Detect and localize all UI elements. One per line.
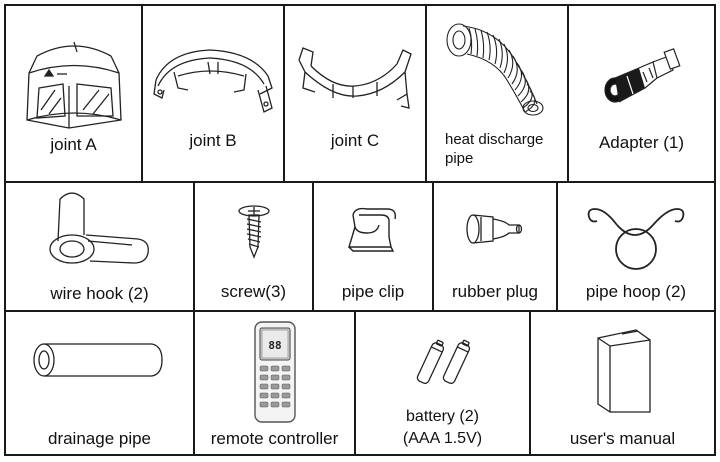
outer-border-bottom [4,454,716,456]
col-divider [193,311,195,456]
label-heat-discharge-pipe: heat discharge pipe [445,131,544,167]
label-users-manual: user's manual [569,429,676,448]
cell-screw: screw(3) [195,183,312,310]
col-divider [556,182,558,311]
label-battery-count: battery (2) [406,408,479,425]
pipe-clip-drawing [348,207,397,252]
row-divider-1 [4,181,716,183]
label-battery: battery (2) (AAA 1.5V) [356,406,529,450]
label-joint-a: joint A [50,135,97,154]
wire-hook-drawing [48,192,149,264]
label-pipe-clip: pipe clip [341,282,405,301]
label-drainage-pipe: drainage pipe [47,429,152,448]
col-divider [567,4,569,182]
remote-controller-drawing: 88 [253,321,296,423]
cell-battery: battery (2) (AAA 1.5V) [356,312,529,454]
outer-border-top [4,4,716,6]
drainage-pipe-drawing [32,343,163,377]
heat-discharge-pipe-drawing [446,23,544,116]
cell-pipe-hoop: pipe hoop (2) [558,183,714,310]
col-divider [141,4,143,182]
row-divider-2 [4,310,716,312]
cell-users-manual: user's manual [531,312,714,454]
col-divider [193,182,195,311]
cell-wire-hook: wire hook (2) [6,183,193,310]
cell-rubber-plug: rubber plug [434,183,556,310]
label-rubber-plug: rubber plug [451,282,538,301]
pipe-hoop-drawing [587,208,685,270]
col-divider [283,4,285,182]
col-divider [312,182,314,311]
cell-remote-controller: 88 remote controller [195,312,354,454]
label-remote-controller: remote controller [210,429,339,448]
outer-border-right [714,4,716,456]
adapter-drawing [603,48,681,103]
cell-drainage-pipe: drainage pipe [6,312,193,454]
label-battery-type: (AAA 1.5V) [402,430,483,447]
joint-b-drawing [153,49,273,113]
outer-border-left [4,4,6,456]
joint-c-drawing [298,47,412,109]
label-joint-c: joint C [330,131,380,150]
joint-a-drawing [25,41,122,129]
label-wire-hook: wire hook (2) [50,284,149,303]
battery-drawing [416,339,470,384]
cell-joint-a: joint A [6,6,141,181]
screw-drawing [237,205,270,259]
col-divider [425,4,427,182]
label-joint-b: joint B [189,131,237,150]
col-divider [354,311,356,456]
cell-joint-c: joint C [285,6,425,181]
col-divider [529,311,531,456]
remote-display-digits: 88 [268,339,281,352]
rubber-plug-drawing [466,214,523,244]
label-pipe-hoop: pipe hoop (2) [585,282,687,301]
cell-joint-b: joint B [143,6,283,181]
cell-adapter: Adapter (1) [569,6,714,181]
col-divider [432,182,434,311]
cell-heat-discharge-pipe: heat discharge pipe [427,6,567,181]
cell-pipe-clip: pipe clip [314,183,432,310]
label-adapter: Adapter (1) [598,133,685,152]
users-manual-drawing [596,329,651,413]
label-screw: screw(3) [220,282,287,301]
